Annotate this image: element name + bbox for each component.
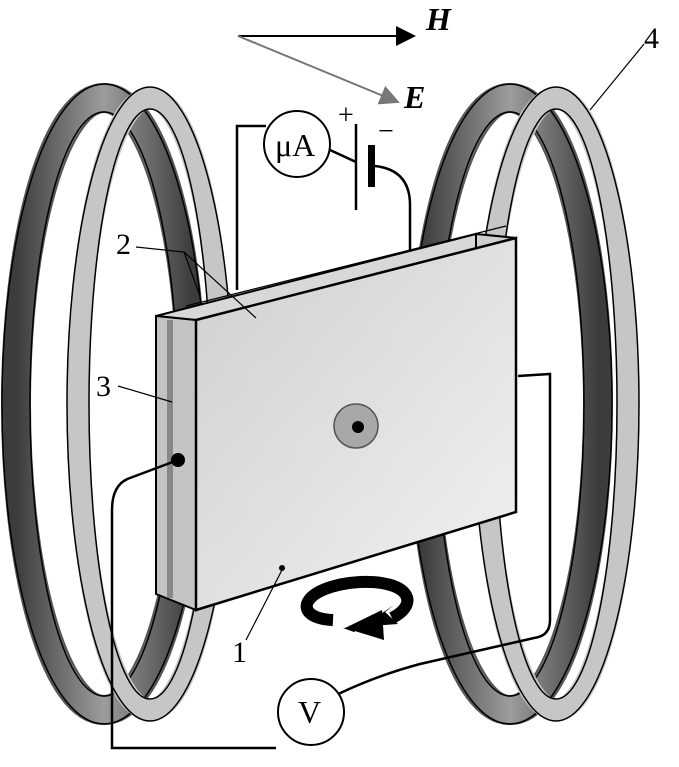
microammeter-icon: [263, 110, 331, 178]
microammeter-label: μA: [275, 127, 315, 163]
battery-plate-short: [368, 145, 375, 187]
leader-2b: [183, 251, 257, 319]
sample-plate: [155, 225, 518, 612]
label-4: 4: [644, 22, 659, 55]
battery-plus: +: [338, 100, 354, 131]
plate-label-dot: [279, 565, 285, 571]
label-1: 1: [232, 636, 247, 669]
bottom-circuit: V: [110, 372, 552, 750]
leader-4: [589, 43, 645, 111]
voltmeter-label: V: [298, 694, 321, 730]
battery-minus: −: [378, 116, 394, 147]
leader-3: [117, 385, 173, 403]
field-vectors: H E: [237, 1, 452, 115]
rotation-arrow-icon: [300, 575, 414, 640]
numbered-labels: 2 3 1 4: [96, 22, 659, 669]
label-3: 3: [96, 370, 111, 403]
e-vector-arrow: [237, 35, 400, 105]
layer-line: [185, 225, 507, 307]
top-circuit: μA + −: [235, 100, 412, 447]
leader-1: [245, 569, 283, 641]
voltmeter-icon: [277, 678, 345, 746]
label-2: 2: [116, 228, 131, 261]
wire-ammeter-battery: [329, 148, 357, 164]
electrode-dot: [352, 421, 364, 433]
e-label: E: [403, 79, 425, 115]
wire-left-top: [235, 124, 266, 290]
h-label: H: [425, 1, 452, 37]
